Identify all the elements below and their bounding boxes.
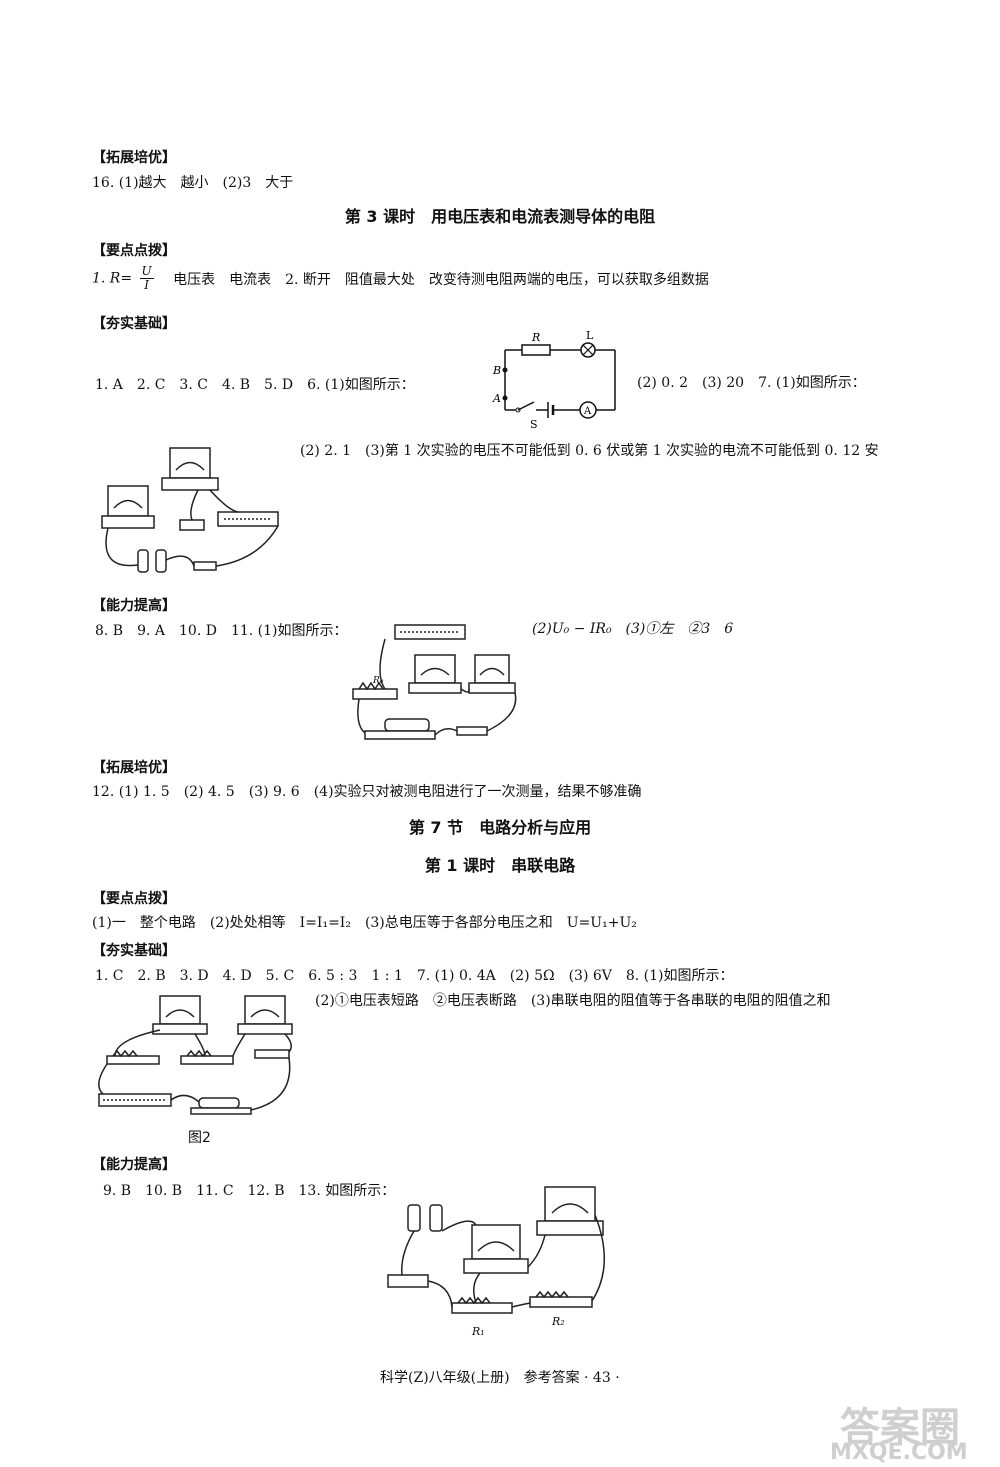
apparatus-drawing-11: R₀ — [345, 615, 530, 750]
apparatus-drawing-8 — [95, 990, 310, 1125]
answer-line-yaodian-2: (1)一 整个电路 (2)处处相等 I=I₁=I₂ (3)总电压等于各部分电压之… — [92, 915, 637, 931]
label-R: R — [531, 331, 540, 344]
label-S: S — [530, 418, 538, 430]
label-R1: R₁ — [471, 1325, 485, 1338]
watermark-logo: 答案圈 — [840, 1405, 960, 1451]
lesson-title: 第 3 课时 用电压表和电流表测导体的电阻 — [344, 207, 656, 226]
formula-prefix: 1. R= — [92, 270, 133, 287]
apparatus-drawing — [98, 440, 298, 590]
section-tag-tuozhan: 【拓展培优】 — [92, 150, 176, 166]
ammeter-label: A — [583, 406, 592, 417]
answer-line-hangshi-1-right: (2) 0. 2 (3) 20 7. (1)如图所示： — [637, 375, 866, 391]
circuit-diagram: R L B A S A — [490, 330, 625, 430]
apparatus-drawing-13: R₁ R₂ — [380, 1175, 620, 1345]
fraction-denominator: I — [144, 278, 149, 292]
section-tag-hangshi-2: 【夯实基础】 — [92, 943, 176, 959]
section-tag-nengli: 【能力提高】 — [92, 598, 176, 614]
formula-fraction: U I — [139, 264, 154, 292]
fraction-numerator: U — [139, 264, 154, 279]
formula-rest: 电压表 电流表 2. 断开 阻值最大处 改变待测电阻两端的电压，可以获取多组数据 — [173, 271, 709, 288]
section-tag-yaodian: 【要点点拨】 — [92, 243, 176, 259]
answer-line-hangshi-1: 1. A 2. C 3. C 4. B 5. D 6. (1)如图所示： — [95, 377, 415, 393]
section-tag-hangshi: 【夯实基础】 — [92, 316, 176, 332]
label-R0: R₀ — [372, 676, 384, 686]
label-A: A — [492, 392, 501, 405]
section-title: 第 7 节 电路分析与应用 — [408, 818, 592, 837]
answer-line-nengli-right: (2)U₀ − IR₀ (3)①左 ②3 6 — [532, 621, 734, 637]
answer-line-hangshi-3: 1. C 2. B 3. D 4. D 5. C 6. 5 : 3 1 : 1 … — [95, 968, 734, 984]
answer-line-12: 12. (1) 1. 5 (2) 4. 5 (3) 9. 6 (4)实验只对被测… — [92, 784, 642, 800]
figure-caption: 图2 — [188, 1130, 211, 1146]
answer-line-nengli: 8. B 9. A 10. D 11. (1)如图所示： — [95, 623, 348, 639]
section-tag-nengli-2: 【能力提高】 — [92, 1157, 176, 1173]
answer-line-hangshi-2: (2) 2. 1 (3)第 1 次实验的电压不可能低到 0. 6 伏或第 1 次… — [300, 443, 879, 459]
label-B: B — [492, 364, 501, 377]
answer-line-16: 16. (1)越大 越小 (2)3 大于 — [92, 175, 294, 191]
answer-line-yaodian: 1. R= U I 电压表 电流表 2. 断开 阻值最大处 改变待测电阻两端的电… — [92, 265, 709, 295]
page-footer: 科学(Z)八年级(上册) 参考答案 · 43 · — [380, 1370, 620, 1386]
label-R2: R₂ — [551, 1315, 565, 1328]
watermark-url: MXQE.COM — [830, 1440, 968, 1465]
answer-line-nengli-2: 9. B 10. B 11. C 12. B 13. 如图所示： — [103, 1183, 396, 1199]
section-tag-tuozhan-2: 【拓展培优】 — [92, 760, 176, 776]
label-L: L — [586, 330, 594, 342]
section-tag-yaodian-2: 【要点点拨】 — [92, 891, 176, 907]
answer-line-hangshi-4: (2)①电压表短路 ②电压表断路 (3)串联电阻的阻值等于各串联的电阻的阻值之和 — [315, 993, 831, 1009]
lesson-title-2: 第 1 课时 串联电路 — [424, 856, 576, 875]
